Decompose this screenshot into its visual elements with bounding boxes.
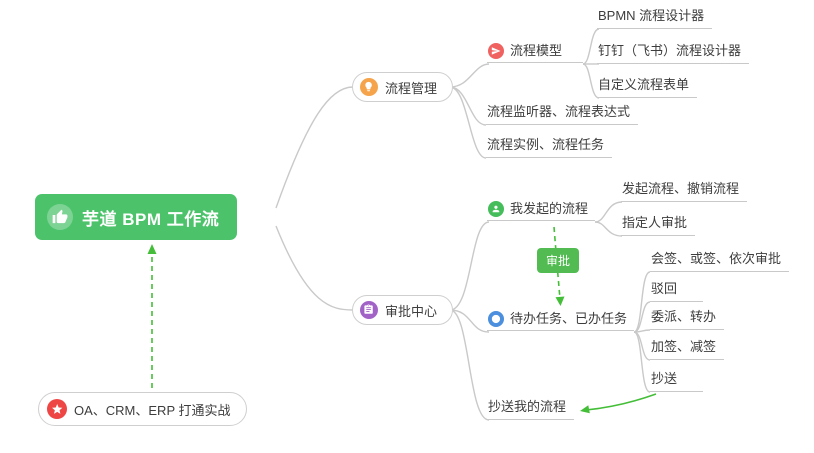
topic-process-management[interactable]: 流程管理 [352,72,454,102]
topic-initiate-cancel[interactable]: 发起流程、撤销流程 [621,181,748,202]
star-icon [47,399,67,419]
topic-integration-practice[interactable]: OA、CRM、ERP 打通实战 [38,392,247,426]
topic-my-initiated[interactable]: 我发起的流程 [487,201,595,221]
thumbs-up-icon [47,204,73,230]
topic-countersign[interactable]: 会签、或签、依次审批 [650,251,790,272]
approval-badge[interactable]: 审批 [537,248,580,273]
topic-process-model-label: 流程模型 [510,43,563,58]
topic-process-model[interactable]: 流程模型 [487,43,583,63]
topic-add-remove-sign[interactable]: 加签、减签 [650,339,725,360]
topic-cc-my-process[interactable]: 抄送我的流程 [487,399,575,420]
topic-reject[interactable]: 驳回 [650,281,704,302]
root-topic-label: 芋道 BPM 工作流 [82,209,220,229]
topic-todo-done-label: 待办任务、已办任务 [510,311,628,326]
arrow-cc-to-ccprocess [585,393,657,411]
lightbulb-icon [360,78,378,96]
topic-dingtalk-designer[interactable]: 钉钉（飞书）流程设计器 [597,43,750,64]
topic-assignee-approval[interactable]: 指定人审批 [621,215,696,236]
user-icon [488,201,504,217]
topic-integration-practice-label: OA、CRM、ERP 打通实战 [74,402,231,418]
send-icon [488,43,504,59]
gray-connectors [275,28,651,421]
topic-bpmn-designer[interactable]: BPMN 流程设计器 [597,8,713,29]
topic-custom-form[interactable]: 自定义流程表单 [597,77,698,98]
topic-process-management-label: 流程管理 [385,80,438,96]
topic-cc[interactable]: 抄送 [650,371,704,392]
root-topic[interactable]: 芋道 BPM 工作流 [35,194,238,240]
topic-approval-center[interactable]: 审批中心 [352,295,454,325]
topic-listener-expression[interactable]: 流程监听器、流程表达式 [486,104,639,125]
topic-approval-center-label: 审批中心 [385,303,438,319]
clock-icon [488,311,504,327]
topic-my-initiated-label: 我发起的流程 [510,201,589,216]
clipboard-icon [360,301,378,319]
topic-delegate-transfer[interactable]: 委派、转办 [650,309,725,330]
topic-instance-task[interactable]: 流程实例、流程任务 [486,137,613,158]
topic-todo-done[interactable]: 待办任务、已办任务 [487,311,634,331]
